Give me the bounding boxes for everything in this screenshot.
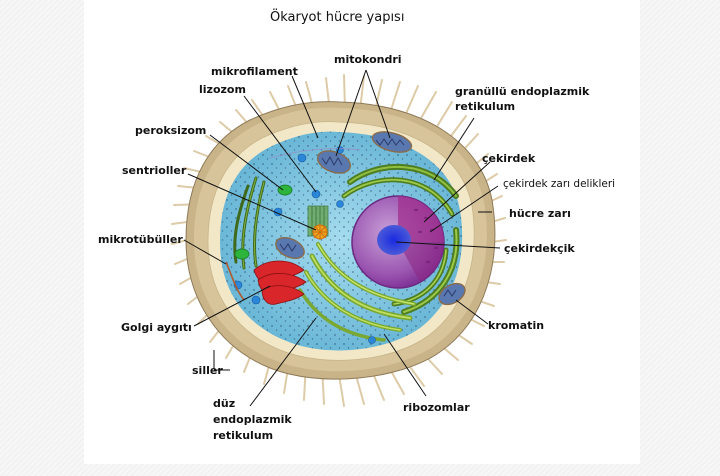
microtubule (225, 261, 245, 301)
rough-er (341, 163, 460, 315)
label-kromatin: kromatin (488, 319, 545, 332)
peroxisome (277, 184, 293, 196)
label-peroksizom: peroksizom (135, 124, 207, 137)
label-duz-er-line2: endoplazmik (213, 413, 292, 426)
left-er-highlights (242, 177, 265, 269)
leader-lines (183, 69, 501, 407)
label-golgi: Golgi aygıtı (121, 321, 192, 334)
label-ribozomlar: ribozomlar (403, 401, 470, 414)
smooth-er (298, 242, 416, 342)
diagram-title: Ökaryot hücre yapısı (270, 10, 405, 25)
label-granullu-er-line1: granüllü endoplazmik (455, 85, 590, 98)
mitochondria-cristae (279, 138, 457, 297)
label-sentrioller: sentrioller (122, 164, 187, 177)
label-siller: siller (192, 364, 223, 377)
label-lizozom: lizozom (199, 83, 246, 96)
label-mitokondri: mitokondri (334, 53, 402, 66)
peroxisome-2 (234, 248, 250, 260)
label-mikrotubuller: mikrotübüller (98, 233, 183, 246)
label-hucre-zari: hücre zarı (509, 207, 571, 220)
label-duz-er-line3: retikulum (213, 429, 274, 442)
nucleolus (377, 225, 411, 255)
centrioles (307, 205, 329, 240)
mitochondria (275, 131, 466, 306)
microfilament (269, 147, 361, 159)
label-cekirdekcik: çekirdekçik (504, 242, 575, 255)
label-cekirdek: çekirdek (482, 152, 536, 165)
golgi-apparatus (253, 260, 307, 305)
bottom-margin-pattern (0, 464, 720, 476)
label-granullu-er-line2: retikulum (455, 100, 516, 113)
label-duz-er-line1: düz (213, 397, 236, 410)
label-cekirdek-zari-delikleri: çekirdek zarı delikleri (503, 178, 616, 190)
label-mikrofilament: mikrofilament (211, 65, 298, 78)
left-margin-pattern (0, 0, 84, 476)
right-margin-pattern (640, 0, 720, 476)
